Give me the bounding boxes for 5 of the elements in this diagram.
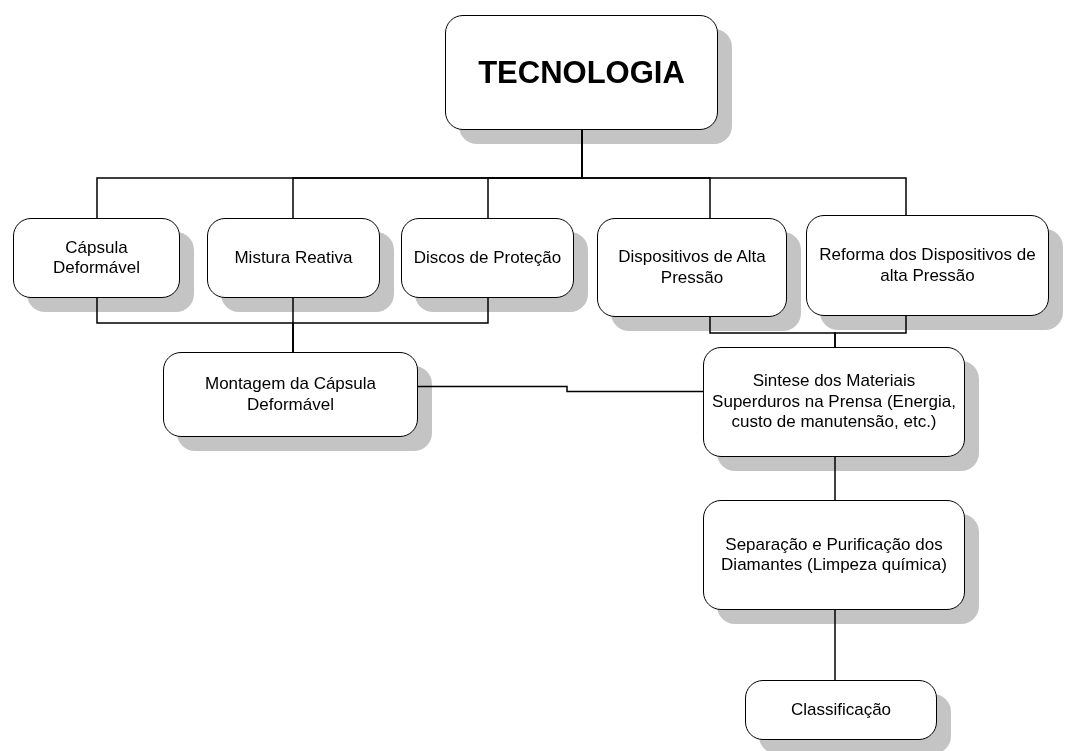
connector-line <box>834 609 836 681</box>
connector-line <box>834 456 836 501</box>
connector-line <box>834 315 907 348</box>
connector-line <box>292 297 489 353</box>
connector-line <box>417 385 704 393</box>
